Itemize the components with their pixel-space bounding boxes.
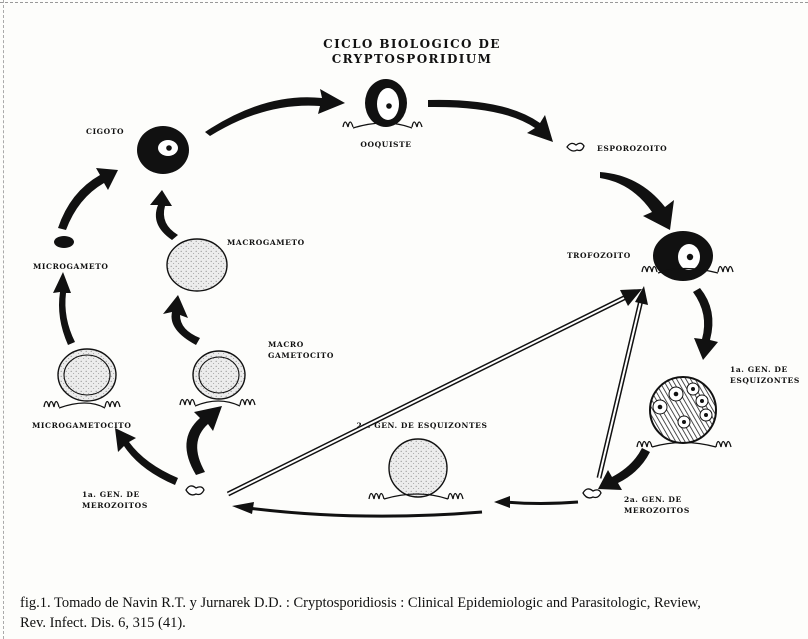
macrogametocyte-cell [180, 351, 255, 406]
microgamete-cell [54, 236, 74, 248]
label-merozoitos-1a-line-1: 1a. GEN. DE [82, 490, 140, 499]
arrow-macrogametocyte-to-macrogamete [163, 295, 200, 345]
sporozoite-icon [567, 143, 584, 151]
arrow-microgametocyte-to-microgamete [53, 272, 75, 345]
label-esquizontes-1a-line-1: 1a. GEN. DE [730, 365, 788, 374]
life-cycle-diagram: CICLO BIOLOGICO DE CRYPTOSPORIDIUM OOQUI… [0, 0, 808, 590]
arrow-macrogamete-to-zygote [150, 190, 178, 240]
label-ooquiste: OOQUISTE [360, 140, 411, 149]
arrow-sporozoite-to-trophozoite [600, 172, 674, 230]
bottom-arrows [232, 496, 578, 516]
meront-1st-gen-cell [637, 377, 731, 447]
oocyst-cell [343, 79, 422, 128]
arrow-merozoite-to-meront-2a [505, 502, 578, 504]
arrow-trophozoite-to-meront [693, 288, 718, 360]
label-trofozoito: TROFOZOITO [567, 251, 631, 260]
title-line-2: CRYPTOSPORIDIUM [332, 52, 493, 66]
label-microgameto: MICROGAMETO [33, 262, 109, 271]
microgametocyte-cell [44, 349, 120, 408]
label-esporozoito: ESPOROZOITO [597, 144, 667, 153]
arrow-merozoite-to-microgametocyte [115, 428, 178, 485]
label-merozoitos-2a-line-1: 2a. GEN. DE [624, 495, 682, 504]
label-macrogametocito-1: MACRO [268, 340, 304, 349]
label-microgametocito: MICROGAMETOCITO [32, 421, 132, 430]
merozoite-1a-icon [186, 486, 204, 495]
label-cigoto: CIGOTO [86, 127, 124, 136]
arrow-zygote-to-oocyst [205, 89, 345, 136]
caption-line-2: Rev. Infect. Dis. 6, 315 (41). [20, 613, 800, 633]
zygote-cell [137, 126, 189, 174]
caption-line-1: fig.1. Tomado de Navin R.T. y Jurnarek D… [20, 593, 800, 613]
meront-2nd-gen-cell [369, 439, 463, 499]
label-esquizontes-1a-line-2: ESQUIZONTES [730, 376, 800, 385]
label-macrogameto: MACROGAMETO [227, 238, 305, 247]
label-merozoitos-2a-line-2: MEROZOITOS [624, 506, 690, 515]
merozoite-2a-icon [583, 489, 601, 498]
figure-caption: fig.1. Tomado de Navin R.T. y Jurnarek D… [20, 593, 800, 633]
macrogamete-cell [167, 239, 227, 291]
arrow-microgamete-to-zygote [58, 168, 118, 230]
title-line-1: CICLO BIOLOGICO DE [323, 37, 501, 51]
trophozoite-cell [642, 231, 733, 281]
arrow-meront-2a-to-merozoite [248, 508, 482, 516]
label-macrogametocito-2: GAMETOCITO [268, 351, 334, 360]
arrow-oocyst-to-sporozoite [428, 100, 553, 142]
label-merozoitos-1a-line-2: MEROZOITOS [82, 501, 148, 510]
arrow-merozoite-to-macrogametocyte [186, 406, 222, 475]
